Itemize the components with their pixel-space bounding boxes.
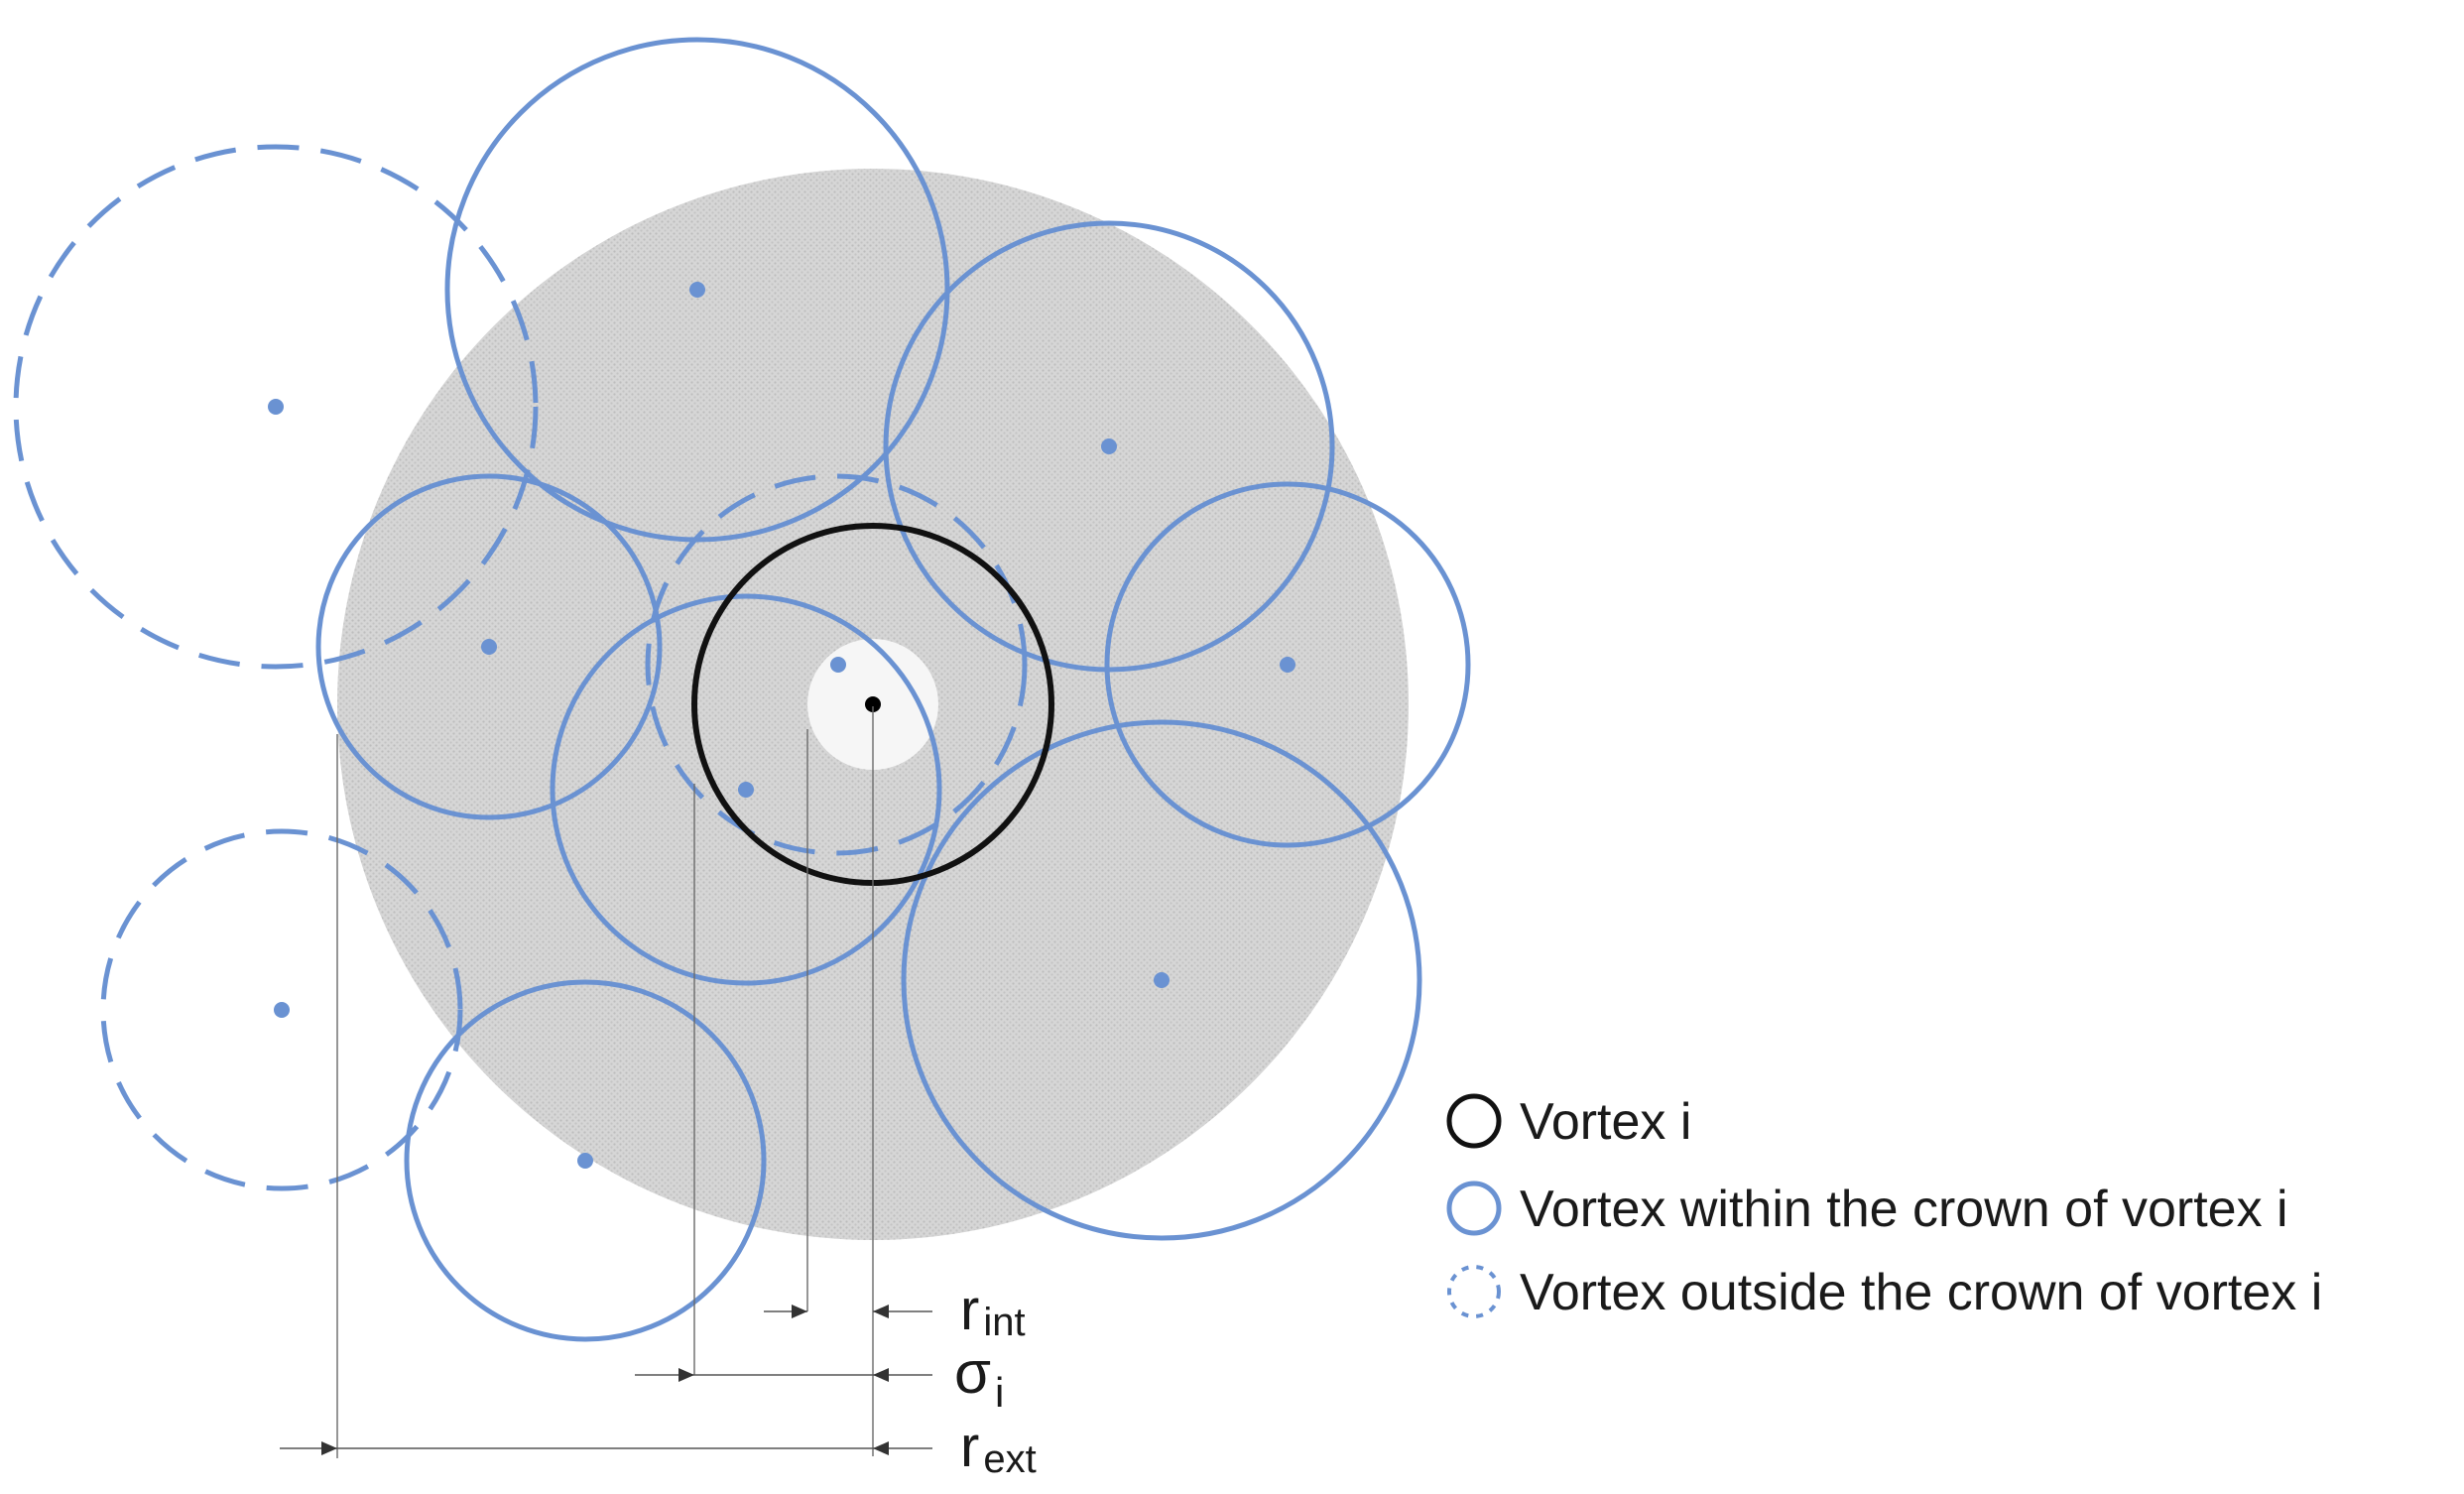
legend-label-within: Vortex within the crown of vortex i [1520, 1181, 2288, 1238]
center-dot [481, 639, 497, 655]
legend-symbol-outside [1447, 1265, 1501, 1318]
center-dot [577, 1153, 593, 1169]
center-dot [274, 1002, 290, 1018]
center-dot [1101, 438, 1117, 454]
vortex-i-center [865, 696, 881, 712]
outside-vortex-2 [100, 828, 463, 1191]
center-dot [689, 282, 705, 298]
within-vortices [315, 37, 1471, 1342]
sigma-i-label: σi [954, 1339, 1004, 1416]
legend: Vortex i Vortex within the crown of vort… [1446, 1093, 2322, 1321]
legend-item-outside: Vortex outside the crown of vortex i [1447, 1264, 2322, 1321]
center-dot [830, 657, 846, 673]
legend-item-vortex-i: Vortex i [1446, 1093, 1691, 1151]
center-dot [738, 782, 754, 798]
vortex-centers [268, 282, 1295, 1169]
legend-label-outside: Vortex outside the crown of vortex i [1520, 1264, 2322, 1321]
dimension-extension-lines [336, 706, 874, 1458]
legend-item-within: Vortex within the crown of vortex i [1446, 1181, 2288, 1238]
within-vortex-bottom [404, 979, 767, 1342]
legend-symbol-within [1446, 1181, 1502, 1236]
within-vortex-lower-right [901, 719, 1422, 1241]
legend-symbol-vortex-i [1446, 1093, 1502, 1149]
within-vortex-right [1104, 481, 1471, 848]
sigma-i-dimension: σi [635, 1339, 1004, 1416]
outside-vortex-1 [13, 144, 539, 670]
outside-vortices [13, 144, 1028, 1191]
within-vortex-center-left [550, 593, 942, 986]
center-dot [1280, 657, 1295, 673]
legend-label-vortex-i: Vortex i [1520, 1093, 1691, 1151]
center-dot [1154, 972, 1170, 988]
center-dot [268, 399, 284, 415]
within-vortex-left [315, 473, 663, 820]
outside-vortex-3 [645, 473, 1028, 856]
